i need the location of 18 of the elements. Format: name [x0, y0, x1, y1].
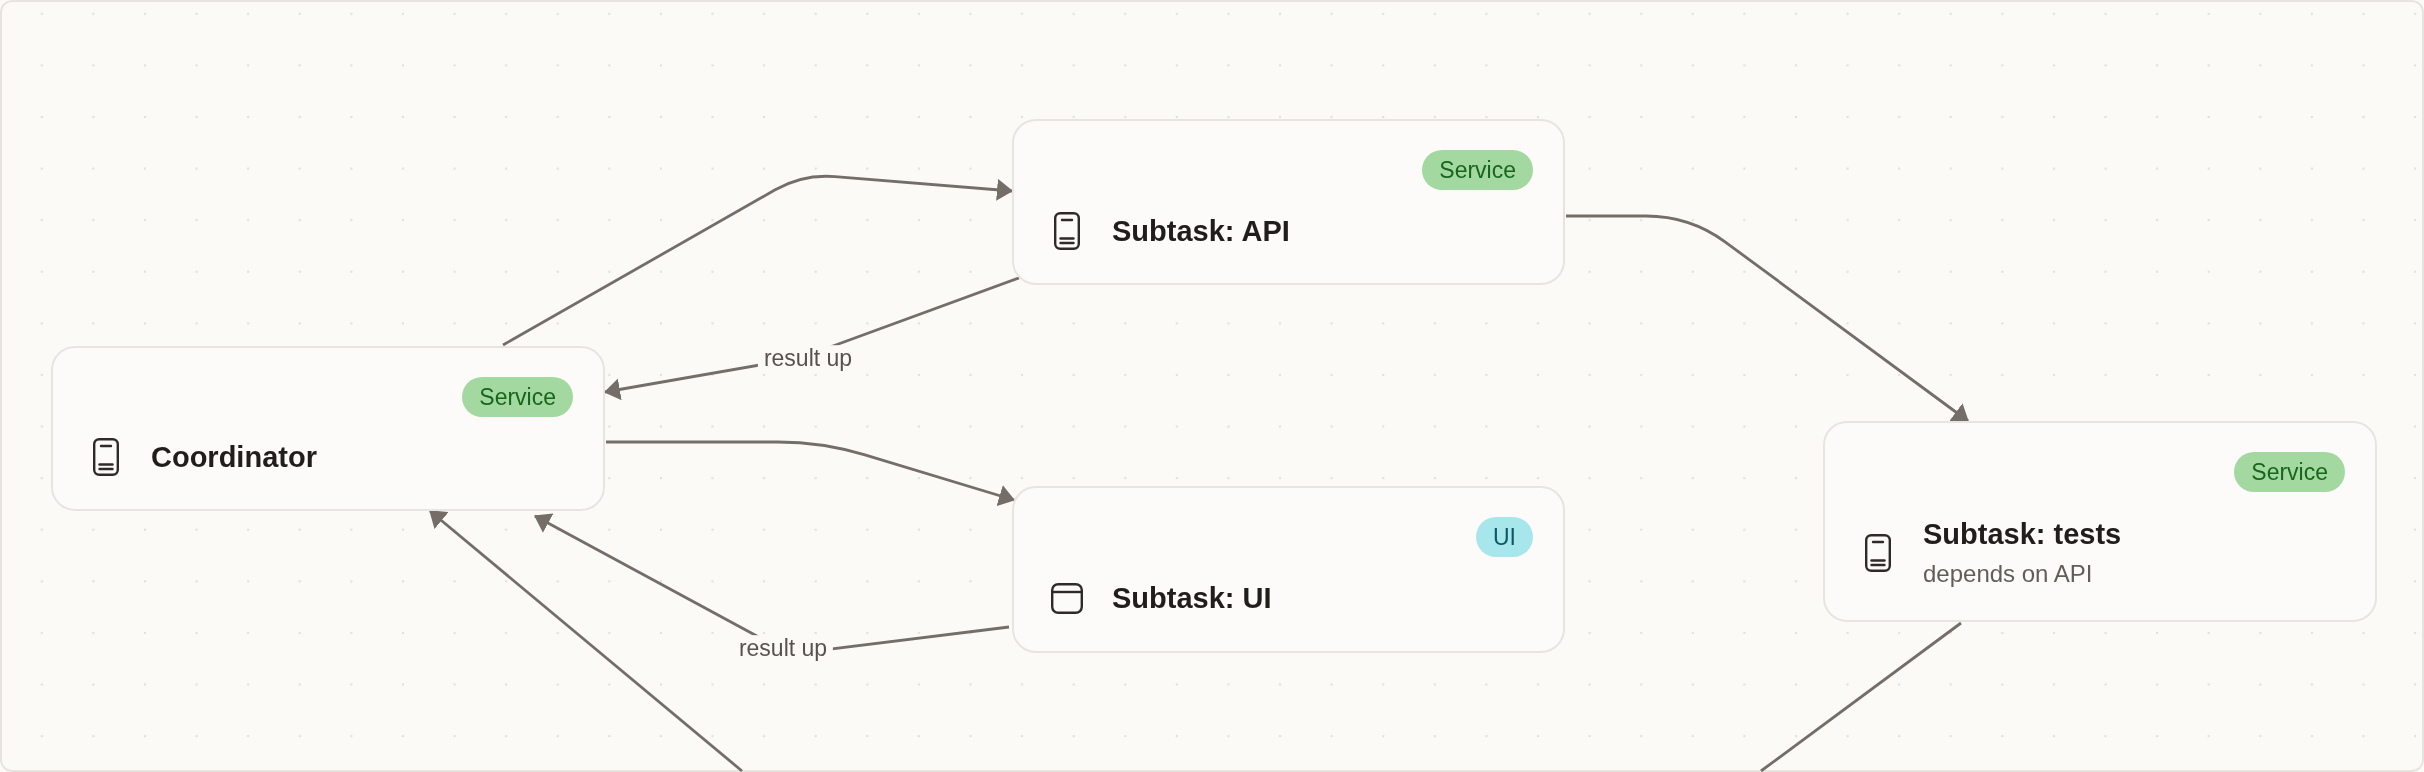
type-tag: Service: [2234, 452, 2345, 492]
connector-line: [1760, 621, 1962, 772]
node-title: Subtask: UI: [1112, 580, 1272, 616]
node-title: Coordinator: [151, 439, 317, 475]
arrow: [502, 174, 1013, 347]
type-tag: Service: [1422, 150, 1533, 190]
node-card: [1823, 421, 2377, 622]
node-card: [1012, 486, 1565, 653]
node-card: [51, 346, 605, 511]
node-title: Subtask: API: [1112, 213, 1290, 249]
type-tag: UI: [1476, 517, 1533, 557]
node-title: Subtask: tests: [1923, 517, 2122, 552]
arrow: [1566, 214, 1969, 423]
arrow: [606, 440, 1015, 507]
arrow: [429, 509, 743, 772]
node-subtitle: depends on API: [1923, 560, 2093, 589]
type-tag: Service: [462, 377, 573, 417]
node-card: [1012, 119, 1565, 285]
